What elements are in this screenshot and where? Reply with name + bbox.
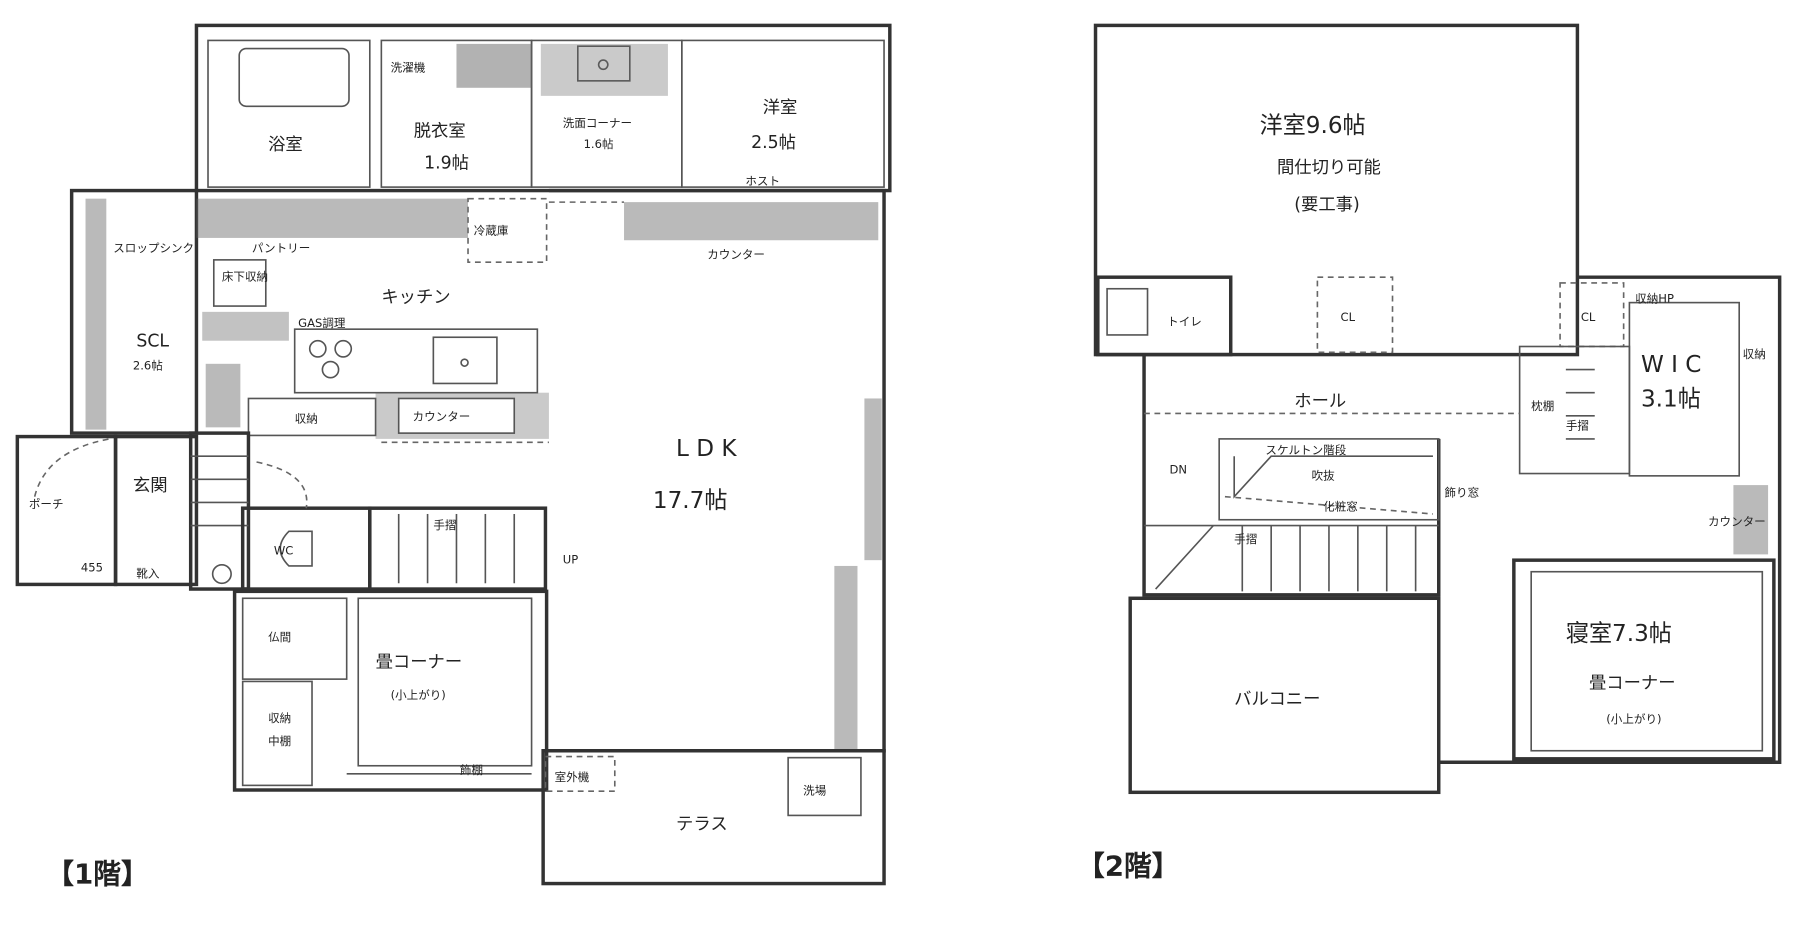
floor-1-title: 【1階】 <box>46 858 148 891</box>
room-wc: WC <box>274 543 293 557</box>
area-balcony: バルコニー <box>1234 690 1320 710</box>
room-ldk: L D K <box>676 436 737 462</box>
label-handrail: 手摺 <box>433 518 456 532</box>
room-tatami-note: (小上がり) <box>1606 712 1661 726</box>
room-wash-corner: 洗面コーナー <box>563 116 632 130</box>
stair-treads-2f-wic <box>1565 368 1595 440</box>
label-counter-top: カウンター <box>707 248 765 262</box>
area-entrance: 玄関 <box>133 476 168 496</box>
label-closet-side: 収納 <box>1743 347 1766 361</box>
stair-treads-2f <box>1241 525 1417 592</box>
room-ldk-size: 17.7帖 <box>653 488 728 514</box>
room-butsuma: 仏間 <box>268 630 291 644</box>
room-tatami-corner: 畳コーナー <box>1589 673 1676 693</box>
label-partition: 間仕切り可能 <box>1277 158 1381 178</box>
label-attic: 収納HP <box>1635 292 1674 306</box>
label-underfloor: 床下収納 <box>222 270 268 284</box>
room-wic: W I C <box>1641 352 1701 378</box>
label-dn: DN <box>1169 463 1187 477</box>
label-gas: GAS調理 <box>298 316 346 330</box>
stair-treads-1f <box>190 455 249 527</box>
room-scl-size: 2.6帖 <box>133 359 163 373</box>
label-shelf: 枕棚 <box>1531 399 1554 413</box>
room-western-9-6: 洋室9.6帖 <box>1260 113 1366 139</box>
room-dressing: 脱衣室 <box>414 121 466 141</box>
label-counter-kitchen: カウンター <box>413 409 471 423</box>
label-counter: カウンター <box>1708 515 1766 529</box>
label-shelf-note: 中棚 <box>268 734 291 748</box>
label-void: 吹抜 <box>1312 468 1336 482</box>
label-work-needed: (要工事) <box>1294 195 1359 215</box>
area-terrace: テラス <box>676 814 728 834</box>
room-tatami-note: (小上がり) <box>391 688 446 702</box>
room-tatami: 畳コーナー <box>376 653 463 673</box>
label-storage: 収納 <box>295 412 318 426</box>
floor-2-labels: 洋室9.6帖 間仕切り可能 (要工事) トイレ CL CL 収納HP ホール W… <box>1077 113 1766 883</box>
floor-2-plan <box>1093 23 1782 795</box>
label-step-in: 靴入 <box>136 566 160 580</box>
area-porch: ポーチ <box>29 497 64 511</box>
room-scl: SCL <box>136 331 169 351</box>
label-outdoor-unit: 室外機 <box>555 770 590 784</box>
label-window-side: 飾り窓 <box>1445 486 1480 500</box>
label-closet: ホスト <box>745 174 780 188</box>
label-handrail-wic: 手摺 <box>1566 419 1589 433</box>
label-kazari: 飾棚 <box>460 763 483 777</box>
room-dressing-size: 1.9帖 <box>424 154 469 174</box>
floor-1-plan <box>15 23 892 886</box>
label-handrail: 手摺 <box>1234 532 1257 546</box>
label-vanity: 化粧窓 <box>1323 500 1358 514</box>
label-slop-sink: スロップシンク <box>113 241 194 255</box>
label-stair-note: スケルトン階段 <box>1265 443 1346 457</box>
label-shelf: 収納 <box>268 711 291 725</box>
stair-treads-1f-b <box>397 513 516 584</box>
room-bath: 浴室 <box>268 135 303 155</box>
label-dimension: 455 <box>81 561 103 575</box>
floor-1-labels: 浴室 洗濯機 脱衣室 1.9帖 洗面コーナー 1.6帖 洋室 2.5帖 ホスト … <box>29 61 827 891</box>
area-wash: 洗場 <box>803 784 827 798</box>
room-western: 洋室 <box>763 98 798 118</box>
room-toilet: トイレ <box>1167 315 1202 329</box>
room-kitchen: キッチン <box>381 288 450 308</box>
label-cl-1: CL <box>1341 310 1356 324</box>
floor-2-title: 【2階】 <box>1077 849 1179 882</box>
room-western-size: 2.5帖 <box>751 133 796 153</box>
room-wic-size: 3.1帖 <box>1641 387 1701 413</box>
label-fridge: 冷蔵庫 <box>474 223 509 237</box>
area-hall: ホール <box>1294 392 1346 412</box>
label-washer: 洗濯機 <box>391 61 426 75</box>
label-pantry: パントリー <box>252 241 310 255</box>
room-bedroom: 寝室7.3帖 <box>1566 621 1672 647</box>
label-up: UP <box>563 553 578 567</box>
label-cl-2: CL <box>1581 310 1596 324</box>
room-wash-corner-size: 1.6帖 <box>584 137 614 151</box>
